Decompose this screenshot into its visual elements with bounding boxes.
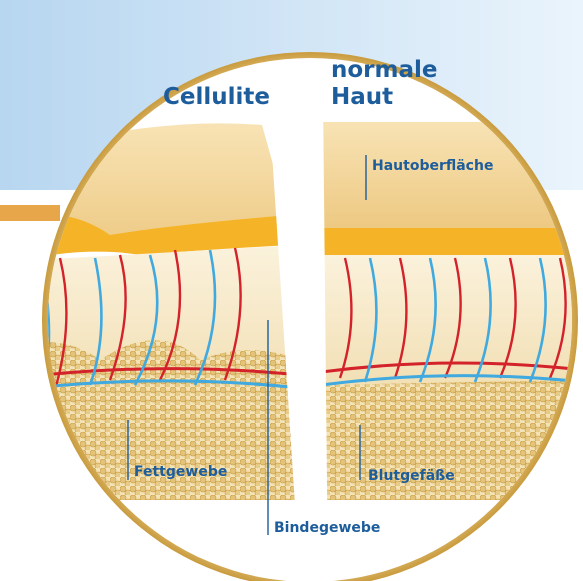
label-skin-surface: Hautoberfläche: [372, 158, 493, 174]
title-normal-line2: Haut: [331, 84, 393, 111]
label-fat-tissue: Fettgewebe: [134, 464, 227, 480]
label-blood-vessels: Blutgefäße: [368, 468, 455, 484]
title-cellulite: Cellulite: [163, 84, 270, 111]
title-normal-line1: normale: [331, 57, 438, 84]
label-connective-tissue: Bindegewebe: [274, 520, 380, 536]
